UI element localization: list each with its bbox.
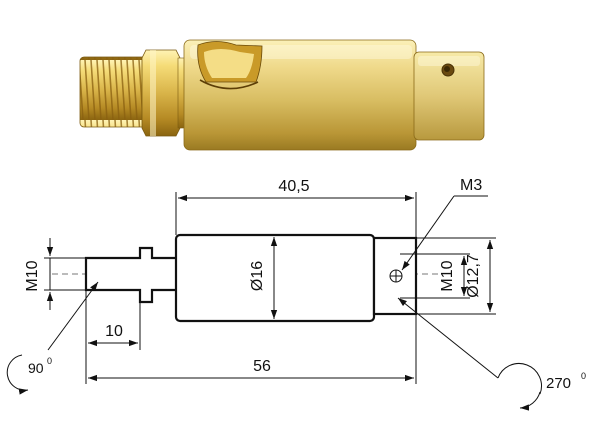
dim-label-thread: 10 [105,323,123,340]
hex-collar [141,49,181,137]
cut-leader-left [47,281,99,351]
rotation-arc-270 [497,363,542,411]
angle-degree-90: 0 [47,356,52,366]
m3-label: M3 [460,177,482,194]
technical-drawing: 40,5 56 10 M10 Ø16 M10 Ø12,7 M3 [6,177,586,411]
end-cap [413,51,485,141]
angle-degree-270: 0 [581,371,586,381]
dim-label-body: 40,5 [278,178,309,195]
dim-label-m10-right: M10 [439,260,456,291]
dim-label-total: 56 [253,358,271,375]
m3-leader [401,195,455,271]
rotation-arc-90 [6,354,29,395]
dim-label-dia127: Ø12,7 [465,254,482,298]
threaded-shank [79,56,151,128]
cut-leader-right [397,297,499,379]
shank-outline [84,246,180,304]
angle-label-270: 270 [546,375,571,392]
body-outline [174,233,376,323]
dim-label-dia16: Ø16 [249,261,266,291]
angle-label-90: 90 [28,360,44,376]
dim-label-m10-left: M10 [24,260,41,291]
part-photo [79,39,485,151]
